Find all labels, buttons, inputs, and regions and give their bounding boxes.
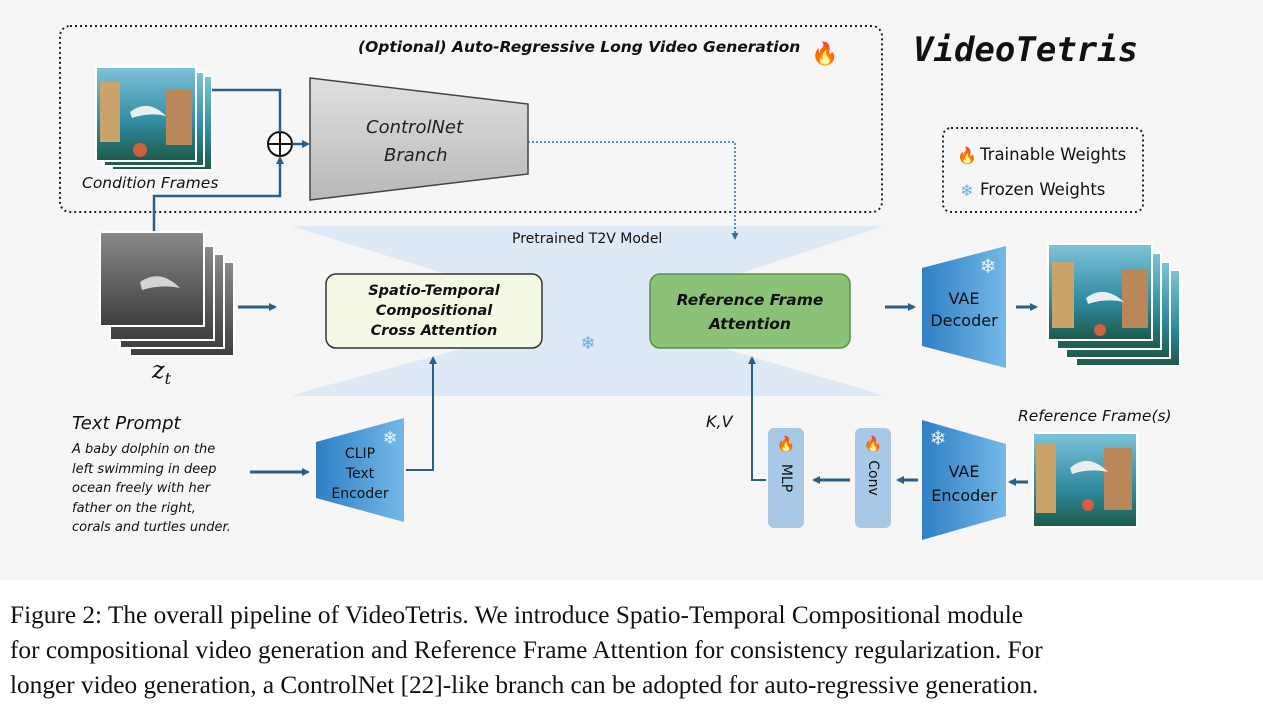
reference-attention-label: Reference Frame Attention [676, 291, 824, 333]
kv-label: K,V [706, 412, 733, 431]
snowflake-icon: ❄ [930, 426, 947, 450]
fire-icon: 🔥 [777, 435, 796, 453]
optional-box-title: (Optional) Auto-Regressive Long Video Ge… [358, 38, 801, 56]
pretrained-model-label: Pretrained T2V Model [512, 231, 663, 247]
mlp-block [768, 428, 804, 528]
caption-line-1: Figure 2: The overall pipeline of VideoT… [10, 601, 1024, 629]
fire-icon: 🔥 [864, 435, 883, 453]
zt-label: zt [152, 356, 172, 388]
text-prompt-title: Text Prompt [72, 413, 181, 434]
fire-icon: 🔥 [957, 146, 977, 165]
circled-plus-icon [267, 131, 293, 157]
conv-block [855, 428, 891, 528]
spatio-temporal-label: Spatio-Temporal Compositional Cross Atte… [368, 283, 500, 339]
text-prompt-body: A baby dolphin on the left swimming in d… [72, 442, 231, 535]
reference-frame-attention-block [649, 273, 851, 349]
clip-encoder-label: CLIP Text Encoder [331, 446, 389, 502]
clip-text-encoder-block [316, 418, 404, 522]
mlp-label: MLP [778, 463, 794, 493]
legend-box [942, 127, 1144, 213]
figure-caption: Figure 2: The overall pipeline of VideoT… [10, 598, 1255, 703]
snowflake-icon: ❄ [580, 333, 595, 354]
optional-autoregressive-box [59, 25, 883, 213]
vae-encoder-block [922, 420, 1006, 540]
snowflake-icon: ❄ [960, 181, 973, 200]
controlnet-label-line1: ControlNet [366, 117, 464, 138]
controlnet-branch-block [309, 77, 529, 201]
reference-frames-label: Reference Frame(s) [1018, 407, 1172, 425]
brand-title: VideoTetris [913, 30, 1139, 70]
noisy-latent-frames [99, 231, 235, 357]
snowflake-icon: ❄ [980, 254, 997, 278]
legend-trainable-label: Trainable Weights [980, 145, 1127, 164]
conv-label: Conv [865, 460, 881, 496]
caption-line-2: for compositional video generation and R… [10, 636, 1043, 664]
legend-frozen-label: Frozen Weights [980, 180, 1106, 199]
reference-frame-image [1032, 432, 1138, 528]
vae-encoder-label: VAE Encoder [931, 462, 997, 505]
condition-frames-image [95, 66, 213, 171]
spatio-temporal-block [325, 273, 543, 349]
pipeline-figure: ❄ ❄ ❄ [59, 25, 1181, 540]
output-video-frames [1047, 243, 1181, 367]
vae-decoder-label: VAE Decoder [930, 289, 998, 330]
vae-decoder-block [922, 246, 1006, 368]
fire-icon: 🔥 [811, 41, 838, 67]
condition-frames-label: Condition Frames [82, 174, 219, 192]
controlnet-label-line2: Branch [384, 145, 448, 166]
snowflake-icon: ❄ [382, 428, 397, 449]
caption-line-3: longer video generation, a ControlNet [2… [10, 671, 1039, 699]
